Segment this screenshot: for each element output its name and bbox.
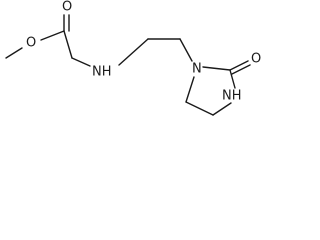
atom-labels: O O NH N O NH [26,0,261,104]
bond-methyl-o [5,47,23,59]
bonds [5,14,251,116]
bond-c-o-ring-double-2 [231,64,251,75]
atom-label-ring-nh: NH [222,89,242,104]
bond-o-carbonyl-c [40,30,65,41]
bond-ch2-nh [71,57,91,67]
atom-label-ring-oxo-o: O [251,52,261,67]
bond-ring-n-c-oxo [202,66,231,71]
bond-carbonyl-ch2 [63,30,73,59]
bond-nh-ch2 [118,38,149,66]
bond-ch2-ring-n [179,38,193,62]
bond-c-oxo-nh [229,69,236,89]
atom-label-carbonyl-o: O [62,0,72,15]
atom-label-methoxy-o: O [26,36,36,51]
bond-nh-ch2-ring [212,102,232,116]
bond-ch2-ring-n-close [185,76,195,103]
bond-ring-ch2-ch2 [185,101,214,116]
bond-c-o-ring-double-1 [229,60,249,71]
atom-label-ring-n: N [192,62,202,77]
atom-label-amine-nh: NH [92,65,112,80]
molecule-structure: O O NH N O NH [5,0,261,116]
